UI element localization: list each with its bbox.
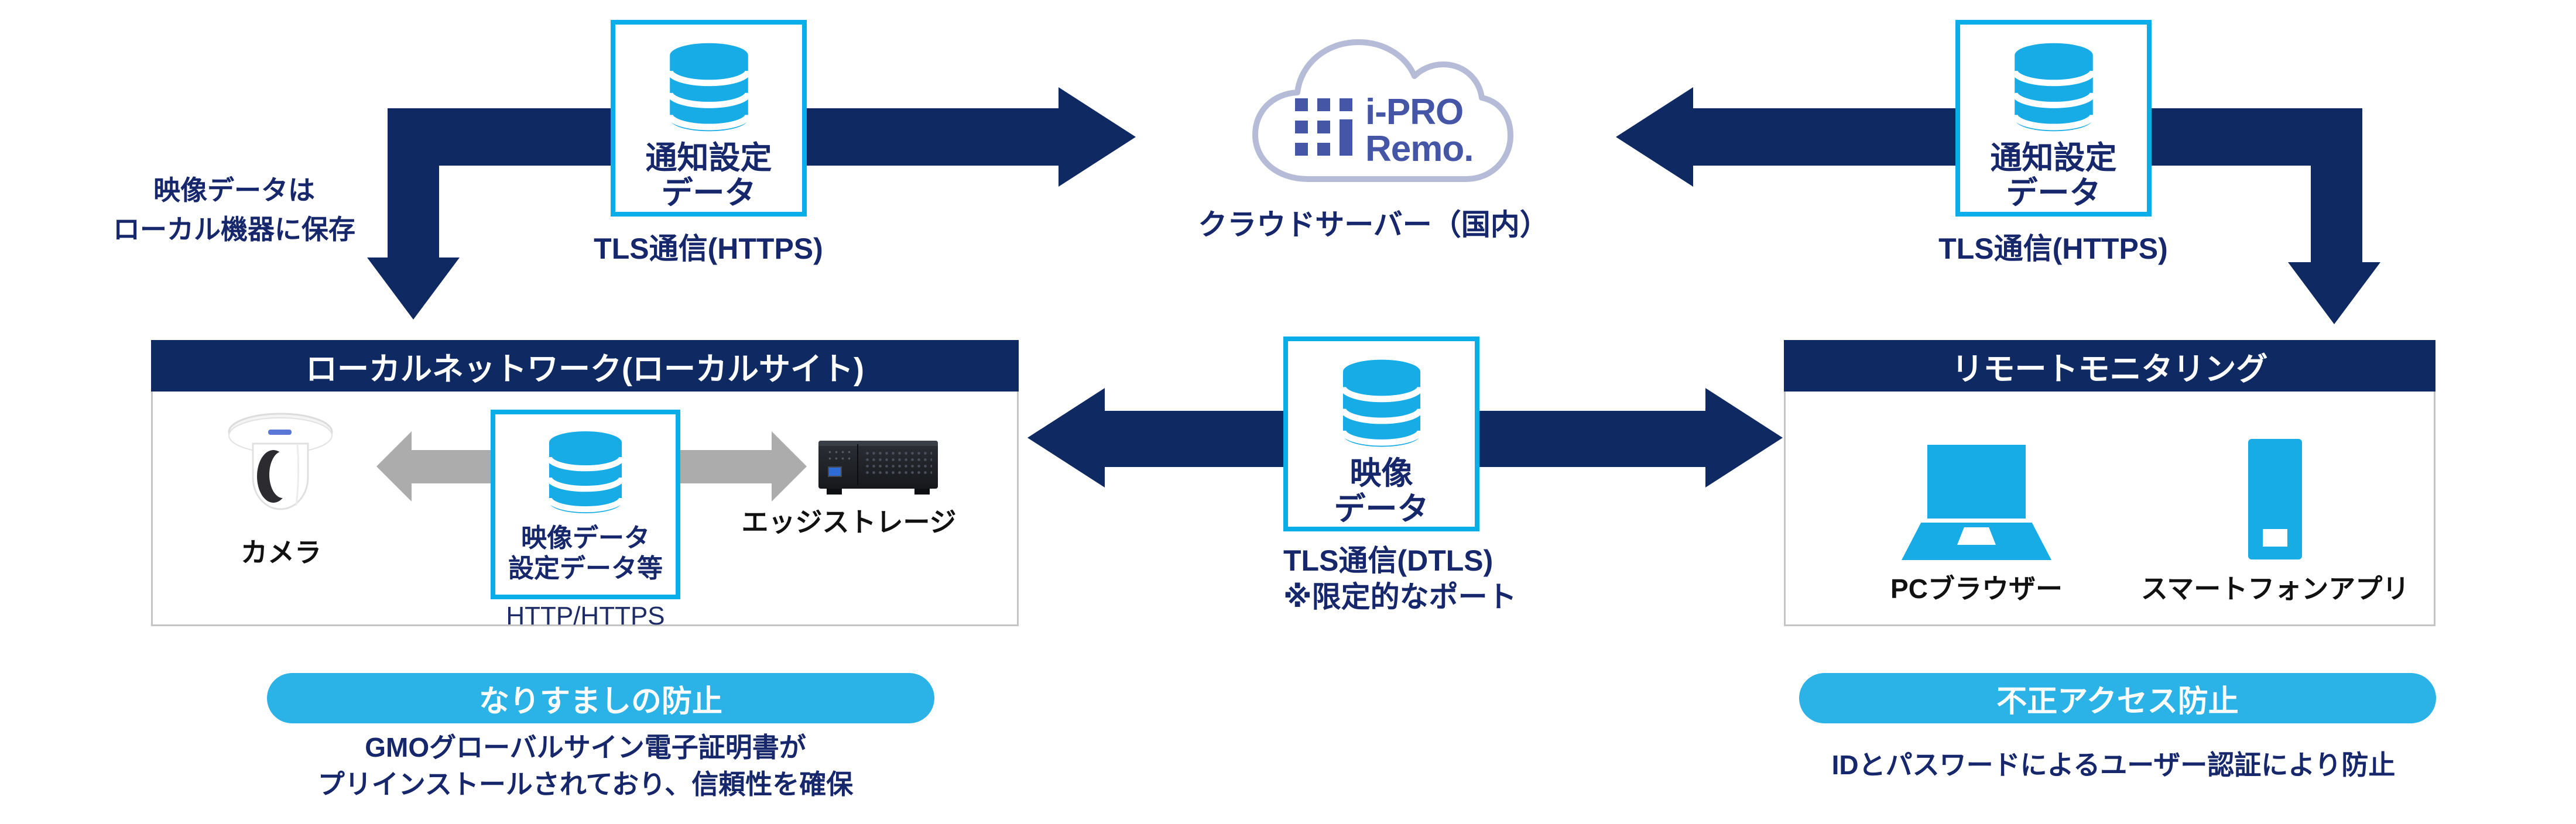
remote-monitoring-title: リモートモニタリング [1951,351,2268,387]
local-data-card-line2: 設定データ等 [508,554,663,583]
cloud-server-label: クラウドサーバー（国内） [1198,208,1549,241]
remote-monitoring-header: リモートモニタリング [1784,340,2435,392]
notify-data-card-left: 通知設定 データ [611,20,807,217]
tls-https-left-label: TLS通信(HTTPS) [594,232,823,265]
brand-ipro: i-PRO [1365,92,1464,132]
brand-remo: Remo. [1365,129,1474,170]
local-cloud-arrow-vertical [388,108,439,259]
camera-icon [228,413,333,510]
arrowhead-into-local-side [1027,388,1105,487]
database-icon [2011,43,2096,132]
arrowhead-into-cloud-right [1616,87,1693,187]
laptop-icon [1927,445,2026,519]
gmo-certificate-note: GMOグローバルサイン電子証明書が プリインストールされており、信頼性を確保 [146,729,1025,804]
smartphone-app-label: スマートフォンアプリ [2140,574,2410,604]
local-save-note-line1: 映像データは [153,175,315,205]
http-https-label: HTTP/HTTPS [506,602,665,630]
unauthorized-access-badge: 不正アクセス防止 [1799,673,2436,723]
gray-band-camera-db [410,450,492,483]
edge-storage-icon [818,441,938,489]
recorder-foot-left [827,489,842,495]
spoofing-prevention-badge: なりすましの防止 [267,673,934,723]
pc-browser-label: PCブラウザー [1890,574,2063,604]
gmo-note-line2: プリインストールされており、信頼性を確保 [317,769,854,800]
arrowhead-into-remote-box [2288,262,2380,324]
tls-dtls-label: TLS通信(DTLS) [1283,544,1493,577]
gray-band-db-storage [679,450,773,483]
ipro-remo-logo: i-PRO Remo. [1295,92,1474,170]
notify-left-line1: 通知設定 [645,140,772,176]
video-data-card: 映像 データ [1283,337,1479,531]
ipro-logo-mark [1295,98,1352,156]
gray-arrowhead-to-camera [376,431,412,502]
notify-right-line1: 通知設定 [1990,140,2117,176]
local-save-note-line2: ローカル機器に保存 [113,214,355,245]
id-auth-note: IDとパスワードによるユーザー認証により防止 [1831,750,2396,780]
local-network-title: ローカルネットワーク(ローカルサイト) [306,351,864,387]
spoofing-prevention-label: なりすましの防止 [478,684,722,719]
notify-data-card-right: 通知設定 データ [1955,20,2152,217]
arrowhead-into-local-box [367,258,460,320]
recorder-foot-right [914,489,930,495]
database-icon [1340,359,1423,447]
gmo-note-line1: GMOグローバルサイン電子証明書が [365,732,806,763]
local-network-header: ローカルネットワーク(ローカルサイト) [151,340,1019,392]
limited-port-label: ※限定的なポート [1283,581,1517,613]
video-card-line1: 映像 [1349,456,1413,492]
video-card-line2: データ [1334,491,1429,527]
arrowhead-into-cloud-left [1059,87,1136,187]
gray-arrowhead-to-storage [772,431,807,502]
edge-storage-label: エッジストレージ [741,507,957,537]
unauthorized-access-label: 不正アクセス防止 [1996,684,2239,719]
camera-label: カメラ [241,537,321,568]
notify-right-line2: データ [2006,176,2101,211]
local-data-card: 映像データ 設定データ等 [491,410,680,599]
database-icon [666,43,751,132]
smartphone-icon [2248,439,2302,559]
database-icon [546,431,625,513]
notify-left-line2: データ [661,176,756,211]
arrowhead-into-remote-side [1705,388,1783,487]
local-save-note: 映像データは ローカル機器に保存 [29,171,439,249]
cloud-remote-arrow-vertical [2311,108,2362,263]
local-data-card-line1: 映像データ [521,524,650,552]
laptop-notch [1957,527,1996,545]
tls-https-right-label: TLS通信(HTTPS) [1938,232,2168,265]
